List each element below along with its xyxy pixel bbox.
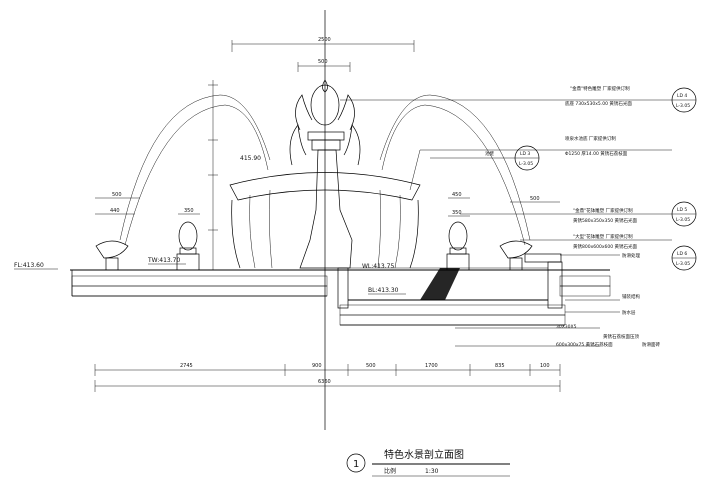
ld6-code: LD 6	[677, 251, 687, 257]
dim-left-500: 500	[112, 192, 122, 198]
ld6-sheet: L-3.05	[676, 261, 690, 267]
callout-4: "金鼎"花钵雕塑 厂家提供订制	[573, 207, 633, 214]
callout-6: 防滑处理	[622, 252, 640, 259]
side-dimensions: 500 440 350 450 500 350	[95, 192, 560, 217]
ld3-code: LD 3	[520, 151, 530, 157]
dim-left-440: 440	[110, 208, 120, 214]
elev-wl: WL:413.75	[362, 263, 394, 270]
title-name: 特色水景剖立面图	[384, 448, 464, 461]
callout-7: 铺装结构	[622, 293, 640, 300]
dim-seg-5: 835	[495, 363, 505, 369]
callout-5b: 黄锈800x600x600 黄锈石光面	[573, 243, 638, 250]
detail-ref-ld6: LD 6 L-3.05	[671, 245, 697, 271]
ld4-code: LD 4	[677, 93, 687, 99]
ground-left	[70, 269, 330, 297]
ld5-sheet: L-3.05	[676, 217, 690, 223]
callout-10b: 防滑面砖	[642, 341, 660, 348]
dim-seg-3: 500	[366, 363, 376, 369]
dim-seg-4: 1700	[425, 363, 438, 369]
dim-right-500: 500	[530, 196, 540, 202]
large-basin	[229, 172, 421, 269]
ld5-code: LD 5	[677, 207, 687, 213]
callout-5: "大型"花钵雕塑 厂家提供订制	[573, 233, 633, 240]
central-column	[299, 131, 353, 269]
ld4-sheet: L-3.05	[676, 103, 690, 109]
dim-top: 2500	[318, 37, 331, 43]
water-jets	[119, 94, 531, 246]
callout-3: 池壁	[485, 150, 494, 157]
callout-2: 喷泉水池底 厂家提供订制	[565, 135, 616, 142]
vertical-dimensions	[208, 80, 218, 271]
callout-9: 30X30X5	[556, 324, 577, 330]
detail-ref-ld5: LD 5 L-3.05	[671, 201, 697, 227]
elev-tw: TW:413.70	[147, 257, 180, 264]
drawing-title-block: 1 特色水景剖立面图 比例 1:30	[346, 448, 510, 477]
callout-9b: 黄锈石荔枝面压顶	[603, 333, 639, 340]
dim-total: 6360	[318, 379, 331, 385]
elevation-marks: FL:413.60 TW:413.70 WL:413.75 BL:413.30 …	[14, 155, 406, 295]
ground-right	[330, 269, 611, 326]
detail-ref-ld4: LD 4 L-3.05	[671, 87, 697, 113]
callout-4b: 黄锈580x350x350 黄锈石光面	[573, 217, 638, 224]
shell-bowl-left	[95, 240, 129, 271]
dim-seg-1: 2745	[180, 363, 193, 369]
dim-seg-2: 900	[312, 363, 322, 369]
elev-top: 415.90	[240, 155, 261, 162]
callout-1: "金鼎"特色雕塑 厂家提供订制	[570, 85, 630, 92]
shell-bowl-right	[499, 240, 533, 271]
title-number: 1	[353, 459, 359, 470]
dim-top-small: 500	[318, 59, 328, 65]
callout-texts: "金鼎"特色雕塑 厂家提供订制 底座 730x530x5.00 黄锈石光面 喷泉…	[485, 85, 660, 348]
top-dimension: 2500 500	[231, 37, 415, 72]
scale-label: 比例	[384, 467, 396, 475]
central-finial	[289, 79, 361, 166]
callout-2b: Φ1250 厚14.00 黄锈石荔枝面	[565, 150, 628, 157]
dim-right-350: 350	[452, 210, 462, 216]
urn-left	[176, 221, 200, 271]
leader-lines	[340, 99, 672, 347]
elev-bl: BL:413.30	[368, 287, 399, 294]
elev-fl: FL:413.60	[14, 262, 44, 269]
pool-basin	[337, 253, 563, 309]
callout-8: 防水层	[622, 309, 636, 316]
callout-1b: 底座 730x530x5.00 黄锈石光面	[565, 100, 632, 107]
dim-right-450: 450	[452, 192, 462, 198]
dim-seg-6: 100	[540, 363, 550, 369]
detail-ref-ld3: LD 3 L-3.05	[514, 145, 540, 171]
ld3-sheet: L-3.05	[519, 161, 533, 167]
dim-left-350: 350	[184, 208, 194, 214]
callout-10: 600x300x75 黄锈石荔枝面	[556, 341, 613, 348]
bottom-dimension-chain: 2745 900 500 1700 835 100 6360	[94, 363, 561, 392]
scale-value: 1:30	[425, 468, 439, 475]
urn-right	[446, 221, 470, 271]
